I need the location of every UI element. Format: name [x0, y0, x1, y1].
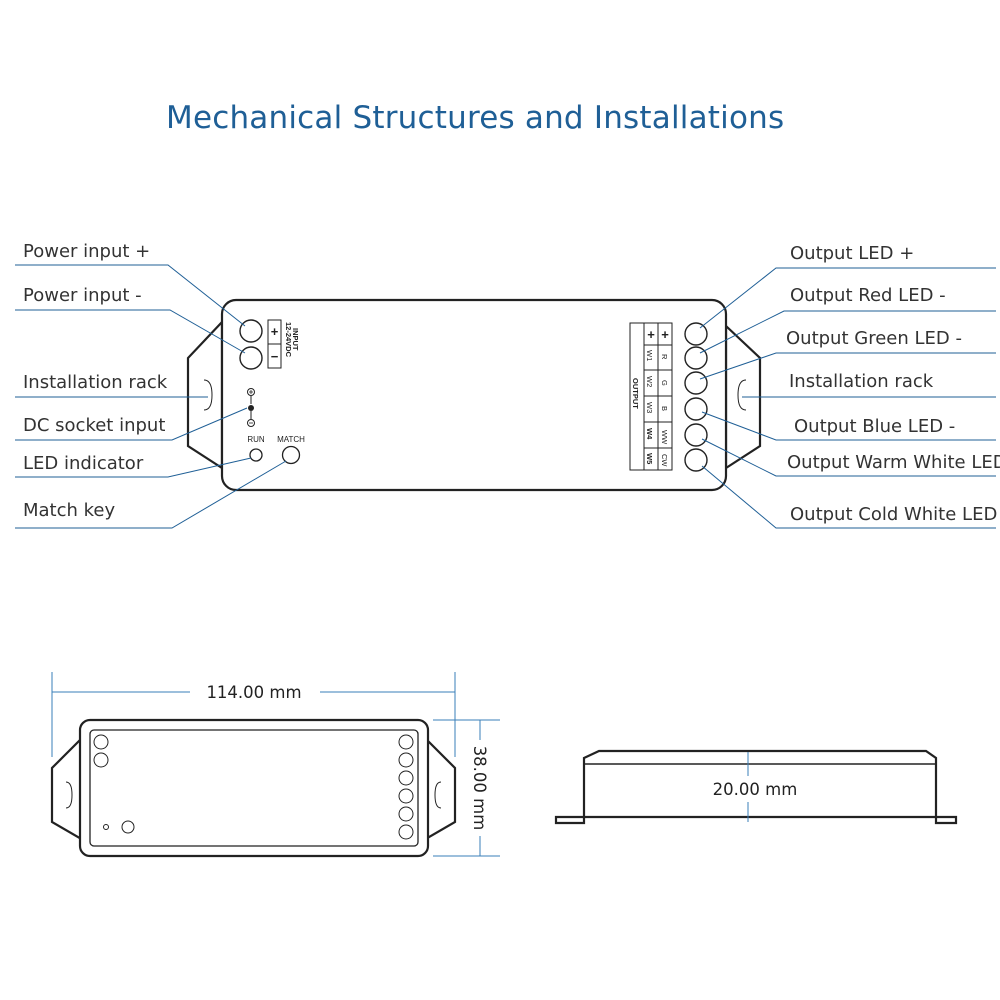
installation-rack-left — [186, 319, 224, 471]
label-power-input-plus: Power input + — [23, 241, 150, 262]
power-input-plus-terminal — [239, 319, 263, 343]
dc-socket-symbol — [247, 388, 255, 427]
w4-label: W4 — [645, 428, 654, 440]
height-dimension: 20.00 mm — [713, 780, 798, 799]
ww-label: WW — [660, 430, 669, 445]
label-output-blue: Output Blue LED - — [794, 416, 955, 437]
page-title: Mechanical Structures and Installations — [166, 100, 785, 136]
dimension-view-side: 20.00 mm — [554, 749, 958, 825]
led-indicator — [249, 448, 263, 462]
label-output-cold-white: Output Cold White LED - — [790, 504, 1000, 525]
output-terminal-green — [684, 371, 708, 395]
input-minus-sign: − — [271, 349, 279, 364]
output-plus-w: + — [647, 327, 655, 342]
w2-label: W2 — [645, 376, 654, 387]
width-dimension: 38.00 mm — [470, 746, 489, 831]
w5-label: W5 — [645, 453, 654, 464]
match-key-button[interactable] — [281, 445, 301, 465]
rack-slot-right — [737, 379, 747, 411]
length-dimension: 114.00 mm — [206, 683, 301, 702]
output-plus-rgb: + — [661, 327, 669, 342]
run-label: RUN — [247, 435, 265, 444]
w3-label: W3 — [645, 402, 654, 413]
right-callouts: Output LED + Output Red LED - Output Gre… — [699, 243, 1000, 529]
label-installation-rack-right: Installation rack — [789, 371, 934, 392]
output-terminal-table: OUTPUT + + W1 W2 W3 W4 W5 R G B WW CW — [629, 322, 673, 471]
label-output-green: Output Green LED - — [786, 328, 962, 349]
label-match-key: Match key — [23, 500, 116, 521]
input-voltage-label: 12-24VDC — [284, 322, 293, 358]
label-led-indicator: LED indicator — [23, 453, 144, 474]
output-terminal-red — [684, 346, 708, 370]
controller-top-view: + − INPUT 12-24VDC RUN MATCH — [186, 298, 762, 492]
label-dc-socket-input: DC socket input — [23, 415, 165, 436]
g-label: G — [660, 380, 669, 386]
output-terminal-warm-white — [684, 423, 708, 447]
controller-body — [220, 298, 728, 492]
output-terminal-blue — [684, 397, 708, 421]
r-label: R — [660, 354, 669, 360]
dimension-view-top: 114.00 mm 38.00 mm — [50, 672, 500, 858]
input-label: INPUT — [291, 328, 300, 351]
rack-slot-left — [203, 379, 213, 411]
label-output-red: Output Red LED - — [790, 285, 946, 306]
input-plus-sign: + — [271, 324, 279, 339]
output-terminal-plus — [684, 322, 708, 346]
label-installation-rack-left: Installation rack — [23, 372, 168, 393]
b-label: B — [660, 406, 669, 411]
left-callouts: Power input + Power input - Installation… — [15, 241, 287, 529]
label-output-led-plus: Output LED + — [790, 243, 914, 264]
w1-label: W1 — [645, 350, 654, 361]
output-terminal-cold-white — [684, 448, 708, 472]
power-input-minus-terminal — [239, 346, 263, 370]
cw-label: CW — [660, 454, 669, 467]
output-label: OUTPUT — [631, 378, 640, 409]
match-label: MATCH — [277, 435, 305, 444]
label-power-input-minus: Power input - — [23, 285, 142, 306]
label-output-warm-white: Output Warm White LED - — [787, 452, 1000, 473]
